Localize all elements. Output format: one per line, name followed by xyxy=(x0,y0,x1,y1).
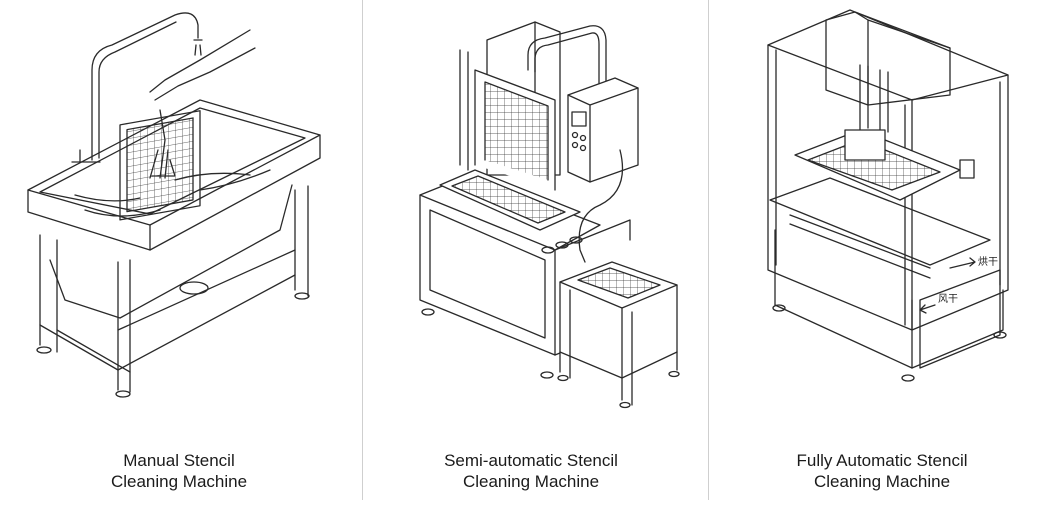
fully-automatic-cleaner-illustration xyxy=(767,9,1009,382)
caption-semi-automatic: Semi-automatic Stencil Cleaning Machine xyxy=(381,450,681,492)
panel-divider xyxy=(362,0,363,500)
caption-manual: Manual Stencil Cleaning Machine xyxy=(29,450,329,492)
caption-fully-automatic: Fully Automatic Stencil Cleaning Machine xyxy=(732,450,1032,492)
panel-divider xyxy=(708,0,709,500)
caption-line: Cleaning Machine xyxy=(110,472,248,491)
bake-label: 烘干 xyxy=(978,256,998,268)
caption-line: Semi-automatic Stencil xyxy=(444,451,618,470)
semi-automatic-cleaner-illustration xyxy=(419,21,680,409)
caption-line: Cleaning Machine xyxy=(462,472,600,491)
caption-line: Manual Stencil xyxy=(123,451,235,470)
wind-dry-label: 风干 xyxy=(938,293,958,305)
caption-line: Cleaning Machine xyxy=(813,472,951,491)
caption-line: Fully Automatic Stencil xyxy=(796,451,968,470)
manual-cleaning-sink-illustration xyxy=(27,12,321,398)
